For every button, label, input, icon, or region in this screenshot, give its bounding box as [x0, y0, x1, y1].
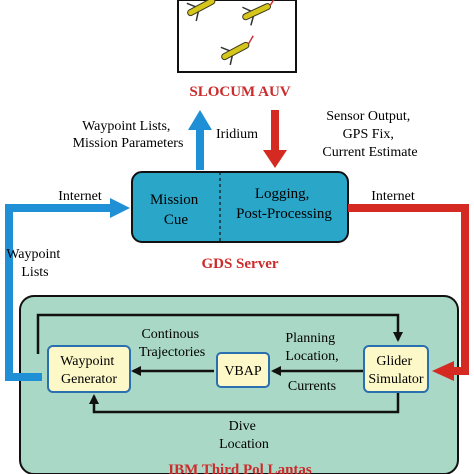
internet-red-arrow	[348, 204, 469, 381]
glider-icon	[186, 0, 220, 22]
sensor-output-label: Sensor Output, GPS Fix, Current Estimate	[322, 109, 417, 160]
dive-location-label: Dive Location	[219, 419, 269, 452]
planning-location-label: Planning Location,	[285, 331, 338, 364]
glider-icon	[242, 0, 276, 26]
waypoint-generator-box	[47, 345, 131, 393]
bottom-loop-arrow	[89, 392, 400, 414]
vbap-label: VBAP	[224, 364, 262, 379]
glider-icon	[220, 35, 254, 66]
iridium-label: Iridium	[216, 127, 258, 142]
waypoint-lists-mission-label: Waypoint Lists, Mission Parameters	[73, 119, 184, 151]
sensor-downlink-arrow	[263, 110, 287, 168]
logging-label: Logging, Post-Processing	[236, 186, 332, 222]
auv-image-box	[177, 0, 297, 73]
waypoint-generator-label: Waypoint Generator	[60, 354, 118, 387]
internet-left-label: Internet	[58, 189, 102, 204]
internet-right-label: Internet	[371, 189, 415, 204]
vbap-box	[216, 352, 270, 388]
mission-cue-label: Mission Cue	[150, 192, 202, 228]
glider-simulator-box	[363, 345, 429, 393]
lab-title: IBM Third Pol Lantas	[168, 462, 312, 474]
auv-title: SLOCUM AUV	[189, 84, 290, 100]
continuous-trajectories-label: Continous Trajectories	[139, 327, 205, 360]
top-loop-arrow	[36, 313, 403, 354]
internet-blue-arrow	[5, 198, 130, 381]
waypoint-lists-side-label: Waypoint Lists	[6, 247, 64, 280]
iridium-uplink-arrow	[188, 110, 212, 170]
currents-label: Currents	[288, 379, 336, 394]
gds-server-title: GDS Server	[201, 256, 278, 272]
glider-simulator-label: Glider Simulator	[368, 354, 424, 387]
